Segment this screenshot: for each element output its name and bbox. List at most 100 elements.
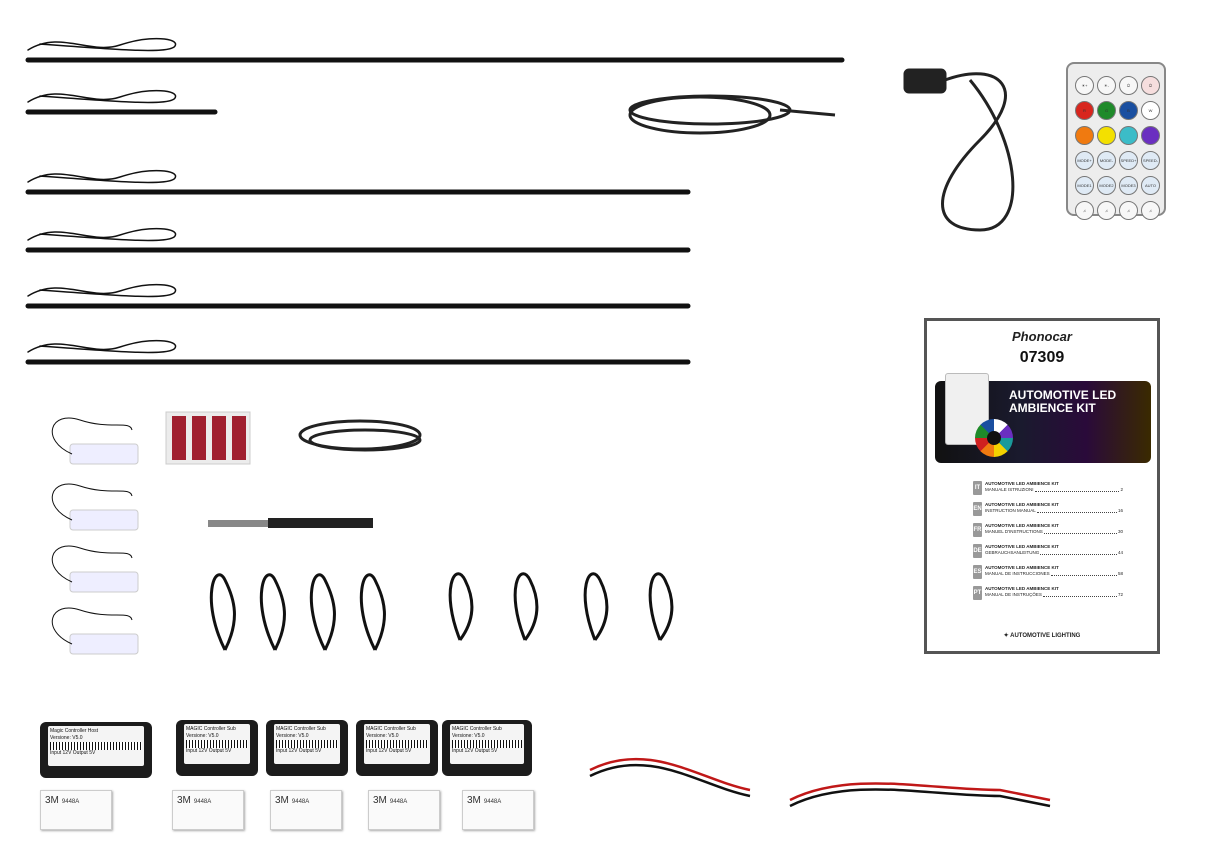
led-strip-1 <box>25 37 845 63</box>
remote-button: ☀- <box>1097 76 1116 95</box>
remote-button: R <box>1075 101 1094 120</box>
toc-title: AUTOMOTIVE LED AMBIENCE KIT <box>985 586 1059 591</box>
toc-title: AUTOMOTIVE LED AMBIENCE KIT <box>985 544 1059 549</box>
remote-button: ♫ <box>1119 201 1138 220</box>
remote-button: ☀+ <box>1075 76 1094 95</box>
toc-subtitle: MANUEL D'INSTRUCTIONS <box>985 529 1043 534</box>
toc-lang: IT <box>973 481 982 495</box>
remote-button <box>1141 126 1160 145</box>
wiring-harnesses <box>209 572 674 651</box>
tape-code: 9448A <box>61 799 80 805</box>
module-name: MAGIC Controller Sub <box>366 726 416 732</box>
module-spec: Input 12V Output 5V <box>50 750 96 756</box>
remote-button <box>1119 126 1138 145</box>
toc-title: AUTOMOTIVE LED AMBIENCE KIT <box>985 502 1059 507</box>
power-cables <box>589 757 1051 808</box>
remote-button: ⏻ <box>1119 76 1138 95</box>
toc-subtitle: GEBRAUCHSANLEITUNG <box>985 550 1040 555</box>
remote-button: ⏻ <box>1141 76 1160 95</box>
toc-title: AUTOMOTIVE LED AMBIENCE KIT <box>985 481 1059 486</box>
adhesive-pads <box>165 411 251 465</box>
toc-entry: IT AUTOMOTIVE LED AMBIENCE KIT MANUALE I… <box>973 481 1123 495</box>
manual-toc: IT AUTOMOTIVE LED AMBIENCE KIT MANUALE I… <box>973 481 1123 607</box>
toc-subtitle: MANUAL DE INSTRUÇÕES <box>985 592 1042 597</box>
toc-page: 30 <box>1117 529 1123 534</box>
led-strip-6 <box>25 339 691 365</box>
remote-button: ♫ <box>1097 201 1116 220</box>
module-version: Versione: V5.0 <box>366 733 399 739</box>
tape-code: 9448A <box>193 799 212 805</box>
tape-code: 9448A <box>483 799 502 805</box>
led-strip-5 <box>25 283 691 309</box>
manual-title-line1: AUTOMOTIVE LED <box>1009 388 1117 402</box>
tape-brand: 3M <box>177 795 191 806</box>
toc-title: AUTOMOTIVE LED AMBIENCE KIT <box>985 565 1059 570</box>
toc-lang: EN <box>973 502 982 516</box>
toc-subtitle: MANUAL DE INSTRUCCIONES <box>985 571 1050 576</box>
tape-code: 9448A <box>291 799 310 805</box>
module-name: MAGIC Controller Sub <box>186 726 236 732</box>
toc-lang: FR <box>973 523 982 537</box>
led-strip-4 <box>25 227 691 253</box>
remote-button: SPEED+ <box>1119 151 1138 170</box>
remote-button: MODE3 <box>1119 176 1138 195</box>
remote-button: AUTO <box>1141 176 1160 195</box>
manual-title-line2: AMBIENCE KIT <box>1009 401 1096 415</box>
toc-page: 72 <box>1117 592 1123 597</box>
toc-entry: PT AUTOMOTIVE LED AMBIENCE KIT MANUAL DE… <box>973 586 1123 600</box>
led-strip-3 <box>25 169 691 195</box>
toc-lang: ES <box>973 565 982 579</box>
toc-page: 58 <box>1117 571 1123 576</box>
toc-entry: DE AUTOMOTIVE LED AMBIENCE KIT GEBRAUCHS… <box>973 544 1123 558</box>
braided-cable-small <box>298 419 422 452</box>
remote-button: W <box>1141 101 1160 120</box>
toc-entry: ES AUTOMOTIVE LED AMBIENCE KIT MANUAL DE… <box>973 565 1123 579</box>
drill-bit <box>208 518 373 528</box>
led-strip-2 <box>25 89 218 115</box>
module-version: Versione: V5.0 <box>452 733 485 739</box>
tape-code: 9448A <box>389 799 408 805</box>
remote-button: G <box>1097 101 1116 120</box>
remote-button: MODE+ <box>1075 151 1094 170</box>
remote-button: MODE2 <box>1097 176 1116 195</box>
module-version: Versione: V5.0 <box>186 733 219 739</box>
remote-button: ♫ <box>1075 201 1094 220</box>
toc-title: AUTOMOTIVE LED AMBIENCE KIT <box>985 523 1059 528</box>
tape-brand: 3M <box>275 795 289 806</box>
remote-button: ♫ <box>1141 201 1160 220</box>
toc-subtitle: INSTRUCTION MANUAL <box>985 508 1036 513</box>
remote-button: B <box>1119 101 1138 120</box>
remote-button <box>1097 126 1116 145</box>
toc-lang: PT <box>973 586 982 600</box>
toc-subtitle: MANUALE ISTRUZIONI <box>985 487 1034 492</box>
tape-brand: 3M <box>373 795 387 806</box>
module-spec: Input 12V Output 5V <box>366 748 412 754</box>
remote-button: SPEED- <box>1141 151 1160 170</box>
module-spec: Input 12V Output 5V <box>452 748 498 754</box>
remote-button: MODE1 <box>1075 176 1094 195</box>
led-modules <box>51 417 139 655</box>
braided-cable-coil <box>628 94 836 135</box>
module-name: MAGIC Controller Sub <box>276 726 326 732</box>
remote-button: MODE- <box>1097 151 1116 170</box>
tape-brand: 3M <box>467 795 481 806</box>
module-name: MAGIC Controller Sub <box>452 726 502 732</box>
toc-entry: EN AUTOMOTIVE LED AMBIENCE KIT INSTRUCTI… <box>973 502 1123 516</box>
tape-brand: 3M <box>45 795 59 806</box>
module-name: Magic Controller Host <box>50 728 99 734</box>
manual-code: 07309 <box>1019 349 1065 366</box>
module-spec: Input 12V Output 5V <box>186 748 232 754</box>
